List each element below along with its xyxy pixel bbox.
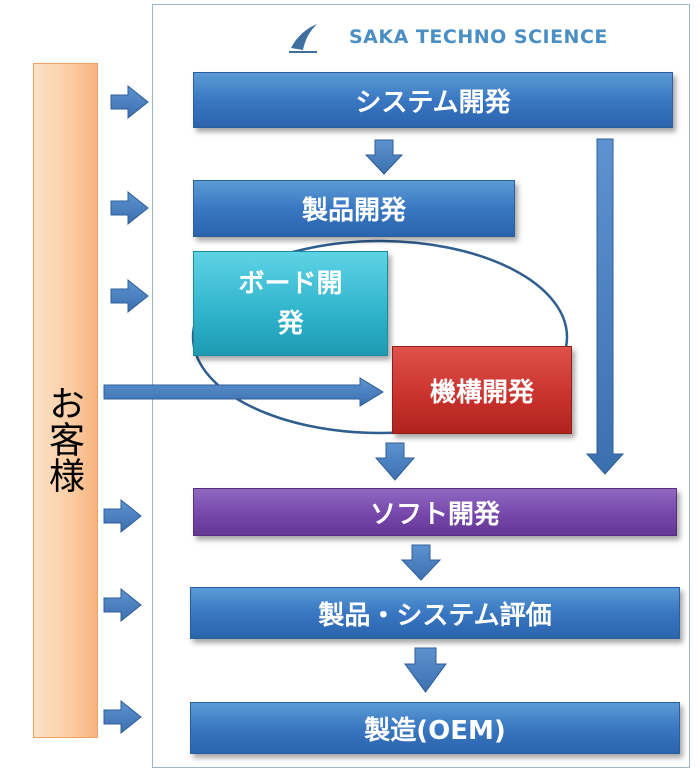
mechanism-development-box: 機構開発 [392,346,572,434]
evaluation-box: 製品・システム評価 [190,587,680,639]
arrow-right-icon [110,190,149,226]
customer-label: お客様 [43,385,84,493]
mechanism-development-label: 機構開発 [429,377,534,408]
long-arrow-down-icon [585,138,625,475]
arrow-down-icon [404,647,447,693]
manufacturing-label: 製造(OEM) [364,715,506,746]
board-development-label: ボード開発 [238,268,343,339]
arrow-right-icon [103,699,142,735]
arrow-right-icon [103,498,142,534]
software-development-label: ソフト開発 [369,499,500,530]
arrow-down-icon [364,139,404,175]
arrow-right-icon [110,278,149,314]
software-development-box: ソフト開発 [193,488,677,536]
product-development-label: 製品開発 [301,196,406,226]
system-development-label: システム開発 [355,87,511,118]
arrow-down-icon [374,442,416,481]
board-development-box: ボード開発 [193,251,388,356]
arrow-right-icon [110,84,149,120]
brand-name: SAKA TECHNO SCIENCE [349,26,608,48]
long-arrow-right-icon [103,377,384,407]
product-development-box: 製品開発 [193,180,515,237]
logo-icon [287,20,319,56]
system-development-box: システム開発 [193,72,673,128]
arrow-down-icon [400,544,442,581]
arrow-right-icon [103,587,142,623]
customer-column: お客様 [33,63,98,738]
evaluation-label: 製品・システム評価 [318,600,552,631]
manufacturing-box: 製造(OEM) [190,702,680,754]
